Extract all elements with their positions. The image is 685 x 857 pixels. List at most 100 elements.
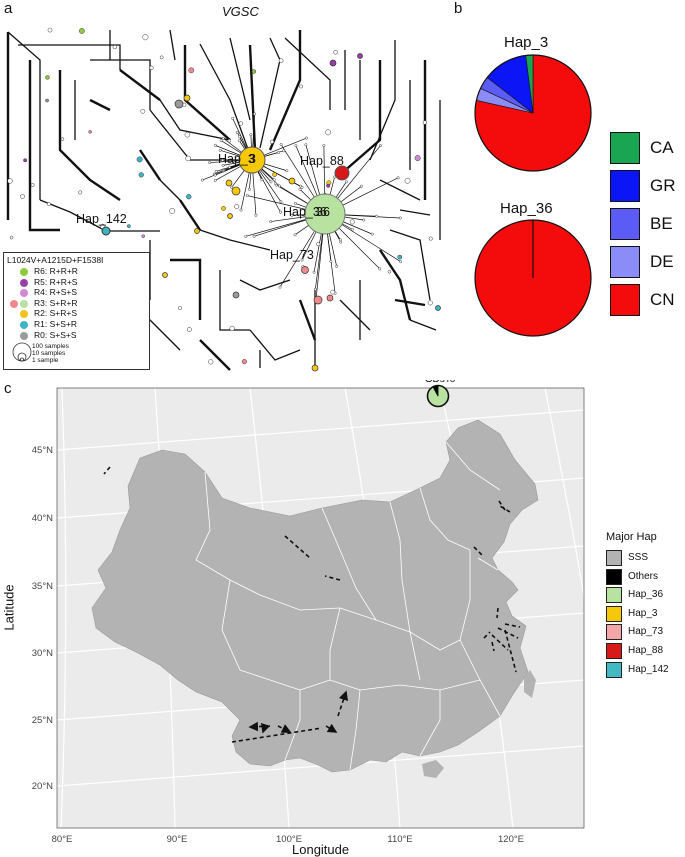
network-edge — [300, 300, 315, 340]
network-node — [238, 136, 240, 138]
y-tick-label: 45°N — [32, 445, 53, 456]
network-edge — [90, 100, 110, 110]
size-legend-100: 100 samples — [32, 343, 69, 350]
network-legend-item: R1: S+S+R — [10, 320, 150, 330]
origin-legend-item: DE — [610, 246, 685, 280]
network-node — [23, 159, 26, 162]
network-node — [423, 121, 427, 125]
legend-swatch-icon — [20, 289, 28, 297]
network-node — [339, 239, 341, 241]
network-node — [79, 28, 84, 33]
major-hap-legend-swatch — [606, 643, 622, 659]
major-hap-legend-swatch — [606, 624, 622, 640]
network-edge — [18, 45, 120, 70]
network-node — [363, 219, 365, 221]
network-node — [222, 137, 224, 139]
network-legend-label: R4: R+S+S — [34, 287, 77, 297]
network-edge — [180, 200, 200, 230]
network-edge — [410, 320, 436, 330]
network-node — [279, 59, 283, 63]
site-label-gdsto: GDsTo — [425, 380, 456, 385]
major-hap-legend-item: Hap_36 — [606, 587, 681, 604]
network-node — [282, 150, 284, 152]
network-legend-title: L1024V+A1215D+F1538I — [7, 255, 103, 265]
hub-hap-88 — [335, 166, 349, 180]
network-edge — [250, 330, 300, 360]
network-node — [388, 270, 391, 273]
network-node — [351, 228, 353, 230]
network-node — [142, 235, 145, 238]
network-edge — [200, 340, 230, 370]
network-node — [273, 179, 275, 181]
network-node — [220, 139, 222, 141]
network-node — [350, 220, 354, 224]
network-node — [429, 237, 432, 240]
network-node — [301, 186, 303, 188]
network-node — [246, 194, 248, 196]
network-node — [245, 235, 247, 237]
network-legend-item: R5: R+R+S — [10, 278, 150, 288]
origin-legend-item: CA — [610, 132, 685, 166]
network-node — [185, 132, 190, 137]
network-node — [312, 365, 318, 371]
network-node — [242, 359, 247, 364]
network-legend-item: R4: R+S+S — [10, 288, 150, 298]
legend-swatch-icon — [20, 268, 28, 276]
network-node — [270, 181, 272, 183]
network-node — [178, 306, 181, 309]
network-legend-label: R1: S+S+R — [34, 319, 77, 329]
major-hap-legend-label: Hap_3 — [628, 608, 657, 619]
origin-legend-swatch — [610, 208, 640, 240]
legend-swatch-icon — [10, 300, 18, 308]
origin-legend-swatch — [610, 170, 640, 202]
network-node — [150, 66, 154, 70]
network-edge — [30, 60, 60, 230]
network-edge — [340, 300, 370, 330]
network-legend-label: R6: R+R+R — [34, 266, 78, 276]
network-edge — [395, 300, 425, 305]
label-hap-88: Hap_88 — [300, 154, 344, 168]
network-node — [379, 144, 381, 146]
network-legend-label: R2: S+R+S — [34, 308, 77, 318]
major-hap-legend-title: Major Hap — [606, 531, 657, 543]
major-hap-legend-item: Hap_73 — [606, 624, 681, 641]
origin-legend-label: BE — [650, 214, 673, 234]
network-node — [195, 229, 200, 234]
network-node — [273, 173, 277, 177]
network-node — [239, 122, 243, 126]
network-node — [330, 60, 336, 66]
network-node — [248, 188, 250, 190]
x-tick-label: 120°E — [498, 834, 524, 845]
network-node — [253, 235, 255, 237]
network-node — [280, 201, 282, 203]
network-node — [240, 209, 242, 211]
network-node — [170, 208, 175, 213]
network-node — [358, 54, 363, 59]
major-hap-legend-swatch — [606, 569, 622, 585]
network-node — [314, 296, 322, 304]
origin-legend-item: GR — [610, 170, 685, 204]
network-node — [277, 151, 279, 153]
network-node — [327, 295, 333, 301]
label-hap-73: Hap_73 — [270, 248, 314, 262]
network-node — [47, 202, 50, 205]
network-legend-item: R6: R+R+R — [10, 267, 150, 277]
y-tick-label: 25°N — [32, 715, 53, 726]
network-edge — [160, 100, 230, 140]
origin-legend-swatch — [610, 132, 640, 164]
network-legend-label: R0: S+S+S — [34, 330, 77, 340]
network-edge — [60, 70, 120, 200]
network-node — [399, 260, 401, 262]
network-node — [371, 233, 373, 235]
network-node — [143, 34, 148, 39]
network-node — [313, 271, 315, 273]
network-node — [340, 241, 342, 243]
legend-swatch-icon — [20, 321, 28, 329]
network-node — [233, 292, 239, 298]
network-node — [48, 28, 52, 32]
network-edge — [342, 60, 380, 173]
major-hap-legend-label: SSS — [628, 552, 648, 563]
network-node — [232, 187, 240, 195]
